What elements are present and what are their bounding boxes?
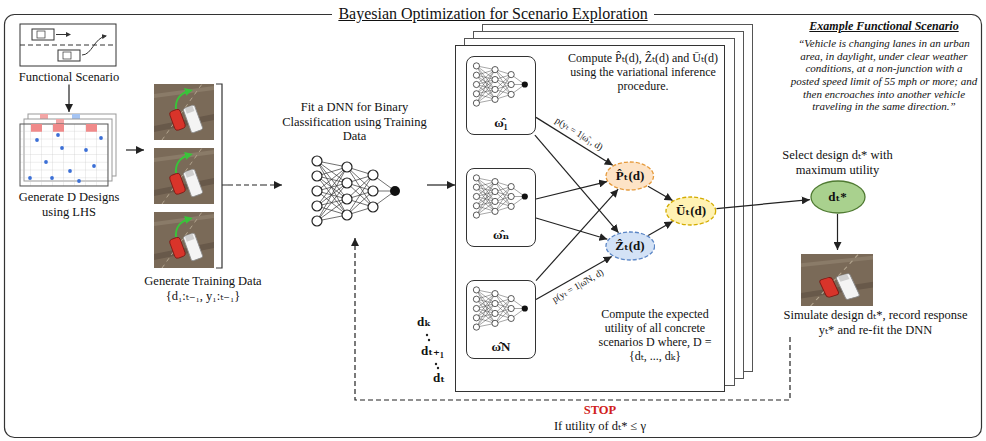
road-sketch — [20, 24, 116, 66]
stacked-panels — [455, 25, 753, 393]
ellipse-shape — [606, 162, 654, 190]
connector — [536, 189, 618, 280]
node-text: Generate D Designs using LHS — [12, 190, 126, 219]
node-text: Functional Scenario — [12, 70, 126, 85]
text-slot: Compute the expected utility of all conc… — [591, 308, 719, 364]
node-text: ω̂₁ — [469, 115, 533, 130]
connector — [648, 222, 672, 236]
node-text: Simulate design dₜ*, record response yₜ*… — [778, 308, 973, 337]
connector — [536, 182, 607, 199]
connector — [837, 214, 838, 250]
estimate-ellipse: P̂ₜ(d) — [605, 161, 655, 191]
connector — [535, 135, 619, 233]
connector — [648, 186, 673, 200]
node-text: Fit a DNN for Binary Classification usin… — [282, 100, 427, 144]
simulate-block: Simulate design dₜ*, record response yₜ*… — [778, 250, 973, 337]
node-text: P̂ₜ(d) — [616, 168, 645, 183]
dnn-icon — [473, 63, 528, 106]
dnn-sample-box: ω̂₁ — [466, 56, 536, 135]
connector — [262, 184, 282, 185]
dnn-icon — [312, 156, 400, 226]
ellipse-shape — [811, 181, 865, 213]
select-block: Select design dₜ* with maximum utility dₜ… — [770, 148, 905, 214]
training-images — [154, 84, 262, 268]
node-text: Generate Training Data {d₁:ₜ₋₁, y₁:ₜ₋₁} — [144, 274, 262, 303]
example-heading: Example Functional Scenario — [790, 20, 978, 34]
scenario-block: Functional Scenario — [12, 22, 126, 85]
dnn-sample-box: ω̂ₙ — [466, 168, 536, 247]
ellipse-shape — [606, 232, 655, 260]
connector — [68, 85, 69, 113]
text-slot: Compute P̂ₜ(d), Ẑₜ(d) and Ūₜ(d) using th… — [568, 52, 718, 94]
example-scenario-text: “Vehicle is changing lanes in an urban a… — [790, 37, 978, 113]
utility-ellipse: Ūₜ(d) — [665, 196, 717, 226]
stop-condition: If utility of dₜ* ≤ γ — [460, 419, 740, 433]
node-text: ω̂ₙ — [469, 227, 533, 242]
node-text: Ẑₜ(d) — [615, 238, 644, 253]
node-text: dₜ* — [828, 189, 847, 204]
connector — [536, 218, 607, 239]
edge-label: p(yₜ = 1|ω̂₁, d) — [552, 114, 607, 154]
design-grid — [20, 114, 116, 186]
node-text: Compute the expected utility of all conc… — [591, 308, 719, 364]
outer-frame — [5, 15, 982, 438]
inference-panel: ω̂₁ ω̂ₙ ω̂N P̂ₜ(d) Ẑₜ(d) Ūₜ(d) Compute P̂ₜ(d),… — [455, 45, 725, 392]
edge-label: p(yₜ = 1|ω̂N, d) — [549, 266, 608, 306]
lhs-block: Generate D Designs using LHS — [12, 112, 126, 219]
dnn-fit-block: Fit a DNN for Binary Classification usin… — [282, 98, 427, 238]
dnn-sample-box: ω̂N — [466, 280, 536, 359]
design-ellipse: dₜ* — [810, 180, 866, 214]
dnn-icon — [473, 175, 528, 218]
design-label: dₜ — [433, 371, 445, 386]
node-text: ω̂N — [469, 339, 533, 354]
node-text: Ūₜ(d) — [676, 203, 706, 218]
dnn-icon — [473, 287, 528, 330]
connector — [427, 184, 455, 185]
simulation-image — [801, 254, 873, 306]
stop-label: STOP — [540, 403, 660, 417]
diagram-title: Bayesian Optimization for Scenario Explo… — [332, 4, 653, 23]
node-text: Select design dₜ* with maximum utility — [770, 148, 905, 177]
design-label: dₖ — [417, 315, 431, 330]
node-text: Compute P̂ₜ(d), Ẑₜ(d) and Ūₜ(d) using th… — [568, 52, 718, 94]
connector — [126, 149, 144, 150]
design-label: dₜ₊₁ — [421, 344, 444, 359]
estimate-ellipse: Ẑₜ(d) — [605, 231, 656, 261]
ellipse-shape — [666, 197, 716, 225]
connector — [716, 200, 809, 209]
training-data-block: Generate Training Data {d₁:ₜ₋₁, y₁:ₜ₋₁} — [144, 80, 262, 303]
